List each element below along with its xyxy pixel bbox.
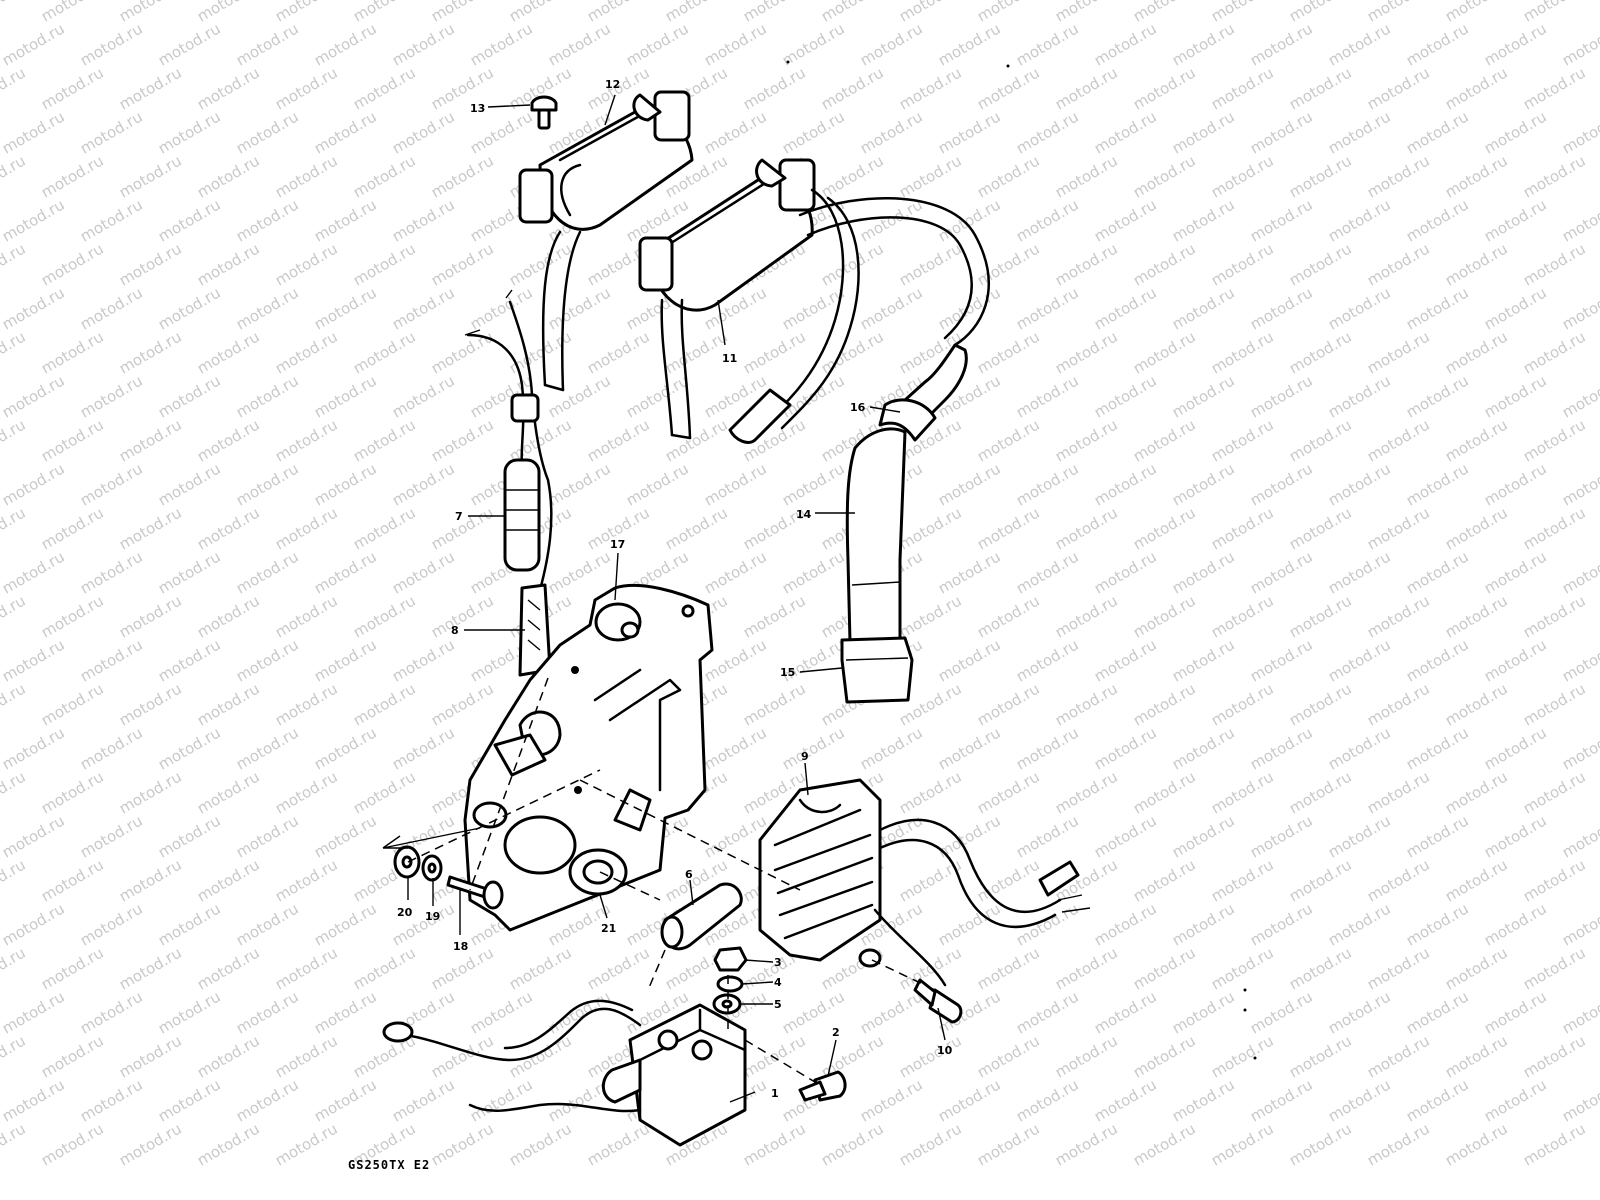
callout-5: 5 bbox=[774, 998, 782, 1011]
ignition-coil-12 bbox=[518, 90, 694, 392]
spark-plug-cap-14 bbox=[840, 343, 968, 704]
assembly-dash-lines bbox=[407, 677, 936, 1083]
leader-lines bbox=[382, 94, 946, 1103]
wire-harness-7-8 bbox=[464, 289, 553, 677]
callout-3: 3 bbox=[774, 956, 782, 969]
callout-20: 20 bbox=[397, 906, 413, 919]
drawing-code: GS250TX E2 bbox=[348, 1158, 431, 1172]
callout-9: 9 bbox=[801, 750, 809, 763]
starter-relay-1 bbox=[382, 999, 747, 1147]
high-tension-leads bbox=[728, 188, 990, 444]
callout-21: 21 bbox=[601, 922, 616, 935]
callout-10: 10 bbox=[937, 1044, 953, 1057]
callout-7: 7 bbox=[455, 510, 463, 523]
callout-18: 18 bbox=[453, 940, 468, 953]
fasteners bbox=[393, 95, 963, 1102]
callout-14: 14 bbox=[796, 508, 812, 521]
igniter-unit-9 bbox=[758, 778, 1091, 987]
callout-12: 12 bbox=[605, 78, 620, 91]
callout-2: 2 bbox=[832, 1026, 840, 1039]
callout-16: 16 bbox=[850, 401, 866, 414]
callout-labels: 1 2 3 4 5 6 7 8 9 10 11 12 13 14 15 16 1… bbox=[397, 78, 953, 1100]
callout-13: 13 bbox=[470, 102, 485, 115]
ignition-coil-11 bbox=[638, 158, 816, 440]
callout-11: 11 bbox=[722, 352, 737, 365]
callout-4: 4 bbox=[774, 976, 782, 989]
callout-15: 15 bbox=[780, 666, 795, 679]
callout-6: 6 bbox=[685, 868, 693, 881]
callout-1: 1 bbox=[771, 1087, 779, 1100]
bracket-17 bbox=[463, 583, 714, 932]
callout-17: 17 bbox=[610, 538, 625, 551]
callout-8: 8 bbox=[451, 624, 459, 637]
callout-19: 19 bbox=[425, 910, 440, 923]
